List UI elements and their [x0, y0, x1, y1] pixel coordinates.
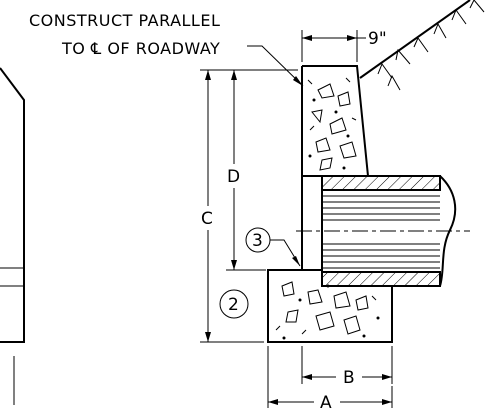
dim-a-label: A — [320, 393, 332, 411]
callout-3-leader — [270, 239, 301, 267]
dim-d-label: D — [227, 167, 240, 187]
dim-top-9in — [301, 30, 366, 62]
dim-b — [301, 346, 393, 384]
pipe-section — [296, 175, 470, 287]
callout-3-label: 3 — [252, 231, 263, 251]
dim-d — [226, 70, 266, 271]
dim-c-label: C — [201, 209, 213, 229]
headwall-upper-wall — [301, 65, 369, 270]
note-line-1: CONSTRUCT PARALLEL — [29, 11, 220, 30]
callout-2-circle — [219, 289, 249, 319]
dim-top-label: 9" — [368, 29, 387, 49]
dim-a — [267, 346, 393, 408]
ground-slope — [359, 0, 485, 91]
note-leader-arrow — [293, 76, 303, 86]
dim-b-label: B — [343, 368, 355, 388]
note-line-2: TO ℄ OF ROADWAY — [61, 39, 220, 58]
callout-2-label: 2 — [228, 295, 239, 315]
footing — [267, 269, 393, 343]
left-partial-view — [0, 67, 25, 405]
note-leader — [247, 45, 304, 87]
dim-c — [200, 69, 298, 343]
